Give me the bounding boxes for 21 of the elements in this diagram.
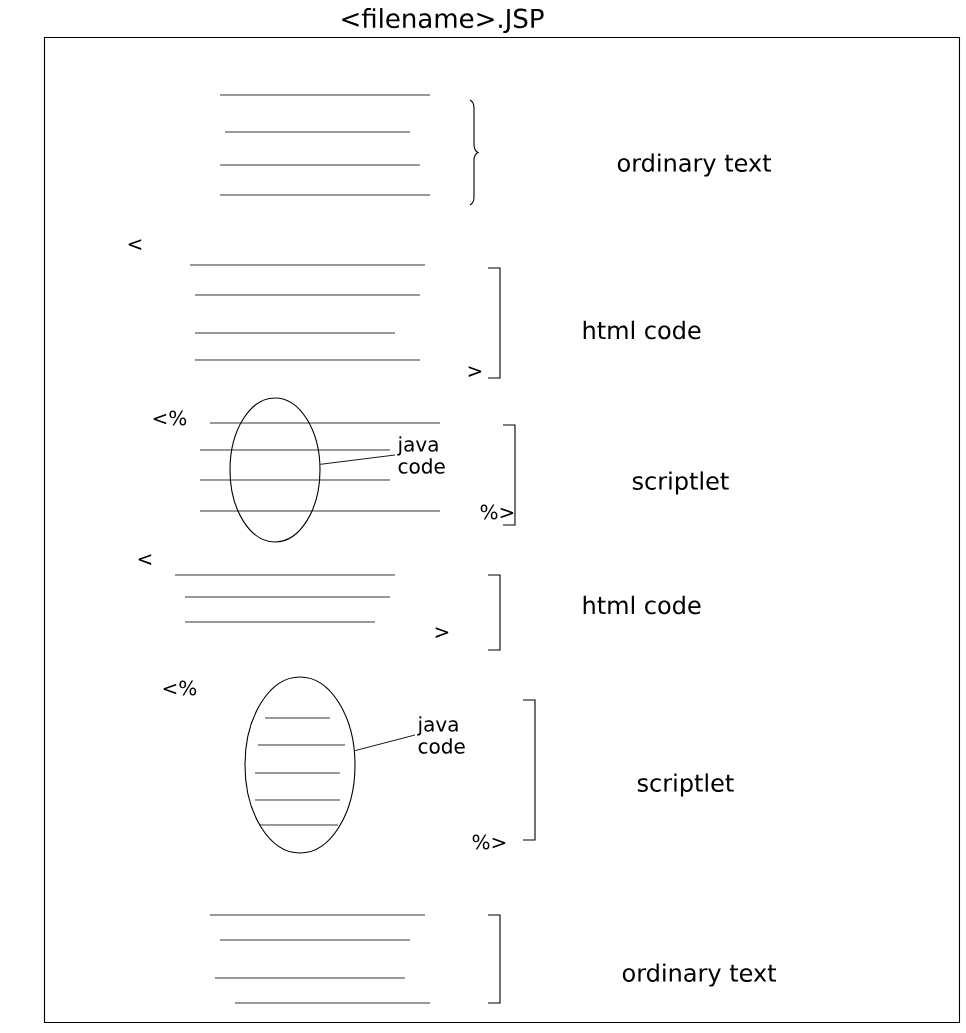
blob-outline: [229, 397, 321, 543]
word-label: scriptlet: [632, 471, 729, 495]
tag-mark: %>: [480, 504, 514, 520]
word-label: ordinary text: [617, 153, 771, 177]
java-code-label: java code: [397, 436, 445, 474]
word-label: scriptlet: [637, 773, 734, 797]
word-label: html code: [583, 595, 701, 615]
file-title: <filename>.JSP: [342, 8, 544, 34]
tag-mark: >: [435, 627, 449, 638]
leader-line: [354, 734, 416, 752]
tag-mark: <: [138, 554, 152, 565]
tag-mark: <%: [153, 410, 187, 426]
java-code-label: java code: [417, 716, 465, 754]
leader-line: [319, 454, 396, 465]
word-label: html code: [583, 320, 701, 340]
word-label: ordinary text: [622, 963, 776, 987]
tag-mark: >: [468, 366, 482, 377]
tag-mark: %>: [472, 834, 506, 850]
blob-outline: [244, 676, 356, 854]
tag-mark: <: [128, 239, 142, 250]
tag-mark: <%: [163, 680, 197, 696]
